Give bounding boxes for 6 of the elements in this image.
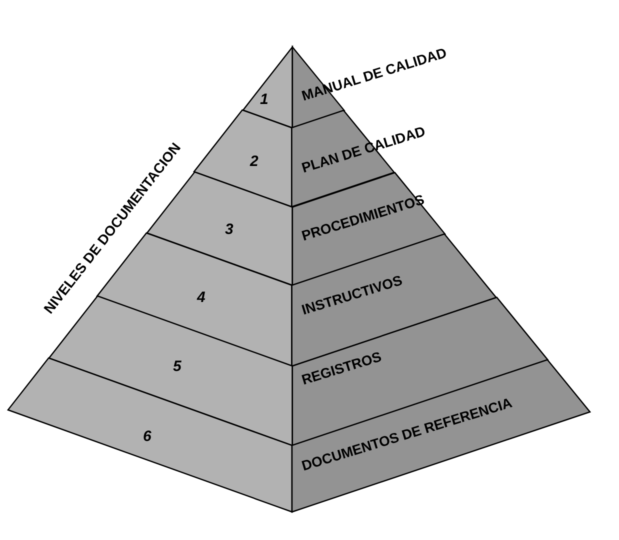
level-number: 1 [260,92,268,108]
level-number: 5 [172,358,182,375]
level-number: 6 [143,428,152,445]
level-number: 4 [196,290,206,306]
level-number: 2 [250,154,258,170]
level-number: 3 [224,222,234,238]
